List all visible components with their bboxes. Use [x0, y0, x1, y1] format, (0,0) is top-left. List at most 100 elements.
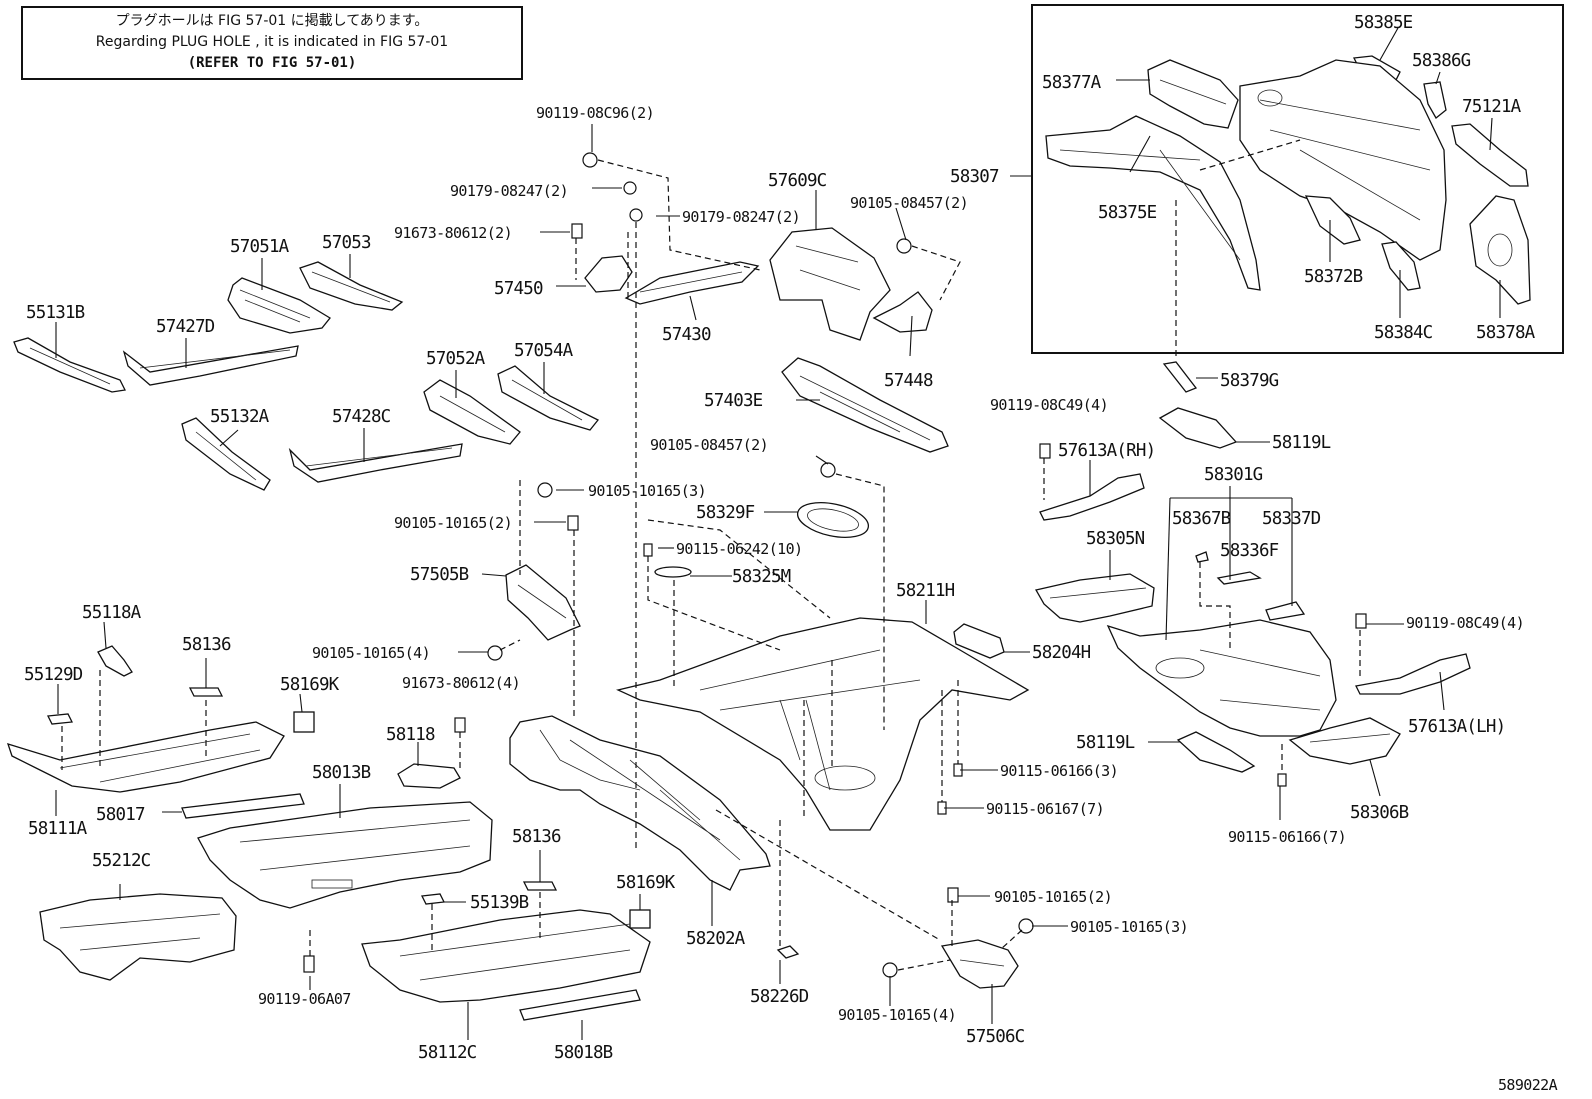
rear-body-inset-box [1031, 4, 1564, 354]
part-58386G-shape [1423, 81, 1447, 119]
part-58377A-shape [1147, 59, 1239, 129]
label-58385E: 58385E [1354, 13, 1413, 33]
part-58119L-b-shape [1176, 731, 1256, 773]
label-58119L-a: 58119L [1272, 433, 1331, 453]
label-55129D: 55129D [24, 665, 83, 685]
label-91673-80612-4: 91673-80612(4) [402, 674, 520, 692]
part-55212C-shape [39, 893, 237, 981]
label-57054A: 57054A [514, 341, 574, 361]
label-58111A: 58111A [28, 819, 88, 839]
label-57403E: 57403E [704, 391, 763, 411]
nut-icon [623, 181, 637, 195]
part-58337D-shape [1265, 601, 1306, 621]
note-japanese-line: プラグホールは FIG 57-01 に掲載してあります。 [115, 13, 429, 29]
label-90115-06166-3: 90115-06166(3) [1000, 762, 1118, 780]
label-58211H: 58211H [896, 581, 955, 601]
label-58367B: 58367B [1172, 509, 1231, 529]
label-90119-08C49-b: 90119-08C49(4) [1406, 614, 1524, 632]
part-57053-shape [299, 261, 404, 311]
label-57052A: 57052A [426, 349, 486, 369]
label-58329F: 58329F [696, 503, 755, 523]
bolt-icon [1039, 443, 1051, 459]
label-58136-a: 58136 [182, 635, 231, 655]
bolt-icon [303, 955, 315, 973]
part-58013B-shape [197, 801, 493, 909]
figure-id: 589022A [1498, 1076, 1558, 1094]
label-58018B: 58018B [554, 1043, 613, 1063]
part-57430-shape [624, 261, 760, 305]
part-58301G-shape [1106, 619, 1337, 737]
label-90115-06167-7: 90115-06167(7) [986, 800, 1104, 818]
label-90105-10165-3b: 90105-10165(3) [1070, 918, 1188, 936]
label-55118A: 55118A [82, 603, 142, 623]
label-58169K-a: 58169K [280, 675, 340, 695]
part-57052A-shape [423, 379, 521, 445]
part-58325M-shape [654, 566, 692, 578]
assembly-guide-lines [61, 139, 1361, 971]
label-90179-08247-a: 90179-08247(2) [450, 182, 568, 200]
label-90119-06A07: 90119-06A07 [258, 990, 351, 1008]
part-57506C-shape [940, 939, 1019, 989]
label-58372B: 58372B [1304, 267, 1363, 287]
part-58211H-shape [616, 617, 1030, 831]
label-55212C: 55212C [92, 851, 151, 871]
part-58169K-a-shape [293, 711, 315, 733]
part-58202A-shape [509, 715, 771, 891]
label-57430: 57430 [662, 325, 711, 345]
bolt-icon [567, 515, 579, 531]
label-58379G: 58379G [1220, 371, 1279, 391]
part-58367B-shape [1195, 551, 1209, 563]
part-58136-a-shape [188, 687, 224, 697]
label-90105-10165-4a: 90105-10165(4) [312, 644, 430, 662]
bolt-icon [487, 645, 503, 661]
label-58202A: 58202A [686, 929, 746, 949]
note-english-line: Regarding PLUG HOLE , it is indicated in… [95, 34, 449, 50]
label-90105-10165-3a: 90105-10165(3) [588, 482, 706, 500]
part-58379G-shape [1162, 361, 1198, 393]
part-57428C-shape [288, 443, 463, 483]
part-58384C-shape [1381, 241, 1421, 291]
label-58378A: 58378A [1476, 323, 1536, 343]
part-57613A-LH-shape [1355, 653, 1471, 695]
leader-lines [55, 27, 1501, 1040]
part-58372B-shape [1304, 195, 1361, 245]
label-90105-08457-mid: 90105-08457(2) [650, 436, 768, 454]
label-57448: 57448 [884, 371, 933, 391]
label-57053: 57053 [322, 233, 371, 253]
label-58307: 58307 [950, 167, 999, 187]
part-57427D-shape [122, 345, 299, 386]
label-90105-10165-4b: 90105-10165(4) [838, 1006, 956, 1024]
label-57450: 57450 [494, 279, 543, 299]
label-55139B: 55139B [470, 893, 529, 913]
label-58169K-b: 58169K [616, 873, 676, 893]
label-58384C: 58384C [1374, 323, 1433, 343]
bolt-icon [882, 962, 898, 978]
label-58386G: 58386G [1412, 51, 1471, 71]
label-58136-b: 58136 [512, 827, 561, 847]
label-90105-10165-2b: 90105-10165(2) [994, 888, 1112, 906]
label-58305N: 58305N [1086, 529, 1145, 549]
part-57448-shape [872, 291, 933, 333]
label-75121A: 75121A [1462, 97, 1522, 117]
label-58301G: 58301G [1204, 465, 1263, 485]
part-57613A-RH-shape [1039, 473, 1145, 521]
note-reference-line: (REFER TO FIG 57-01) [187, 55, 357, 71]
label-57427D: 57427D [156, 317, 215, 337]
part-labels: 90119-08C96(2) 90179-08247(2) 90179-0824… [24, 13, 1558, 1094]
part-57054A-shape [497, 365, 600, 431]
label-57428C: 57428C [332, 407, 391, 427]
label-58226D: 58226D [750, 987, 809, 1007]
part-58111A-shape [6, 721, 285, 793]
label-90105-10165-2a: 90105-10165(2) [394, 514, 512, 532]
label-58337D: 58337D [1262, 509, 1321, 529]
screw-icon [1277, 773, 1287, 787]
label-90119-08C96: 90119-08C96(2) [536, 104, 654, 122]
label-90115-06166-7: 90115-06166(7) [1228, 828, 1346, 846]
part-58017-shape [181, 793, 305, 819]
label-55131B: 55131B [26, 303, 85, 323]
label-58375E: 58375E [1098, 203, 1157, 223]
part-57450-shape [584, 255, 633, 293]
label-58336F: 58336F [1220, 541, 1279, 561]
part-58306B-shape [1288, 717, 1401, 765]
